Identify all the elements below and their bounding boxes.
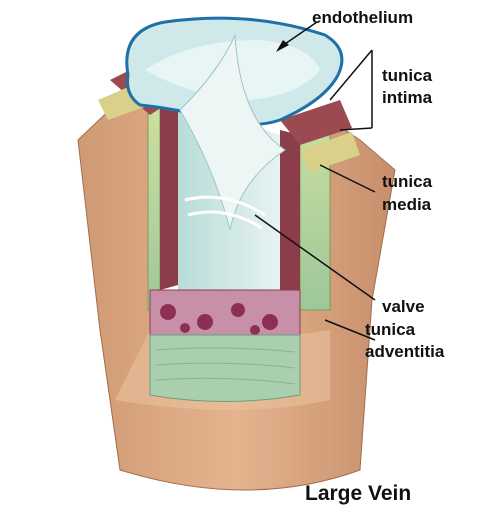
tunica-intima-layer [160, 90, 178, 290]
endothelium-label: endothelium [312, 8, 413, 28]
tunica-intima-label-line1: tunica [382, 66, 432, 86]
valve-label: valve [382, 297, 425, 317]
diagram-title: Large Vein [305, 482, 411, 506]
tunica-media-label-line1: tunica [382, 172, 432, 192]
tunica-intima-label-line2: intima [382, 88, 432, 108]
tunica-media-label-line2: media [382, 195, 431, 215]
tunica-adventitia-label-line1: tunica [365, 320, 415, 340]
tunica-adventitia-label-line2: adventitia [365, 342, 444, 362]
